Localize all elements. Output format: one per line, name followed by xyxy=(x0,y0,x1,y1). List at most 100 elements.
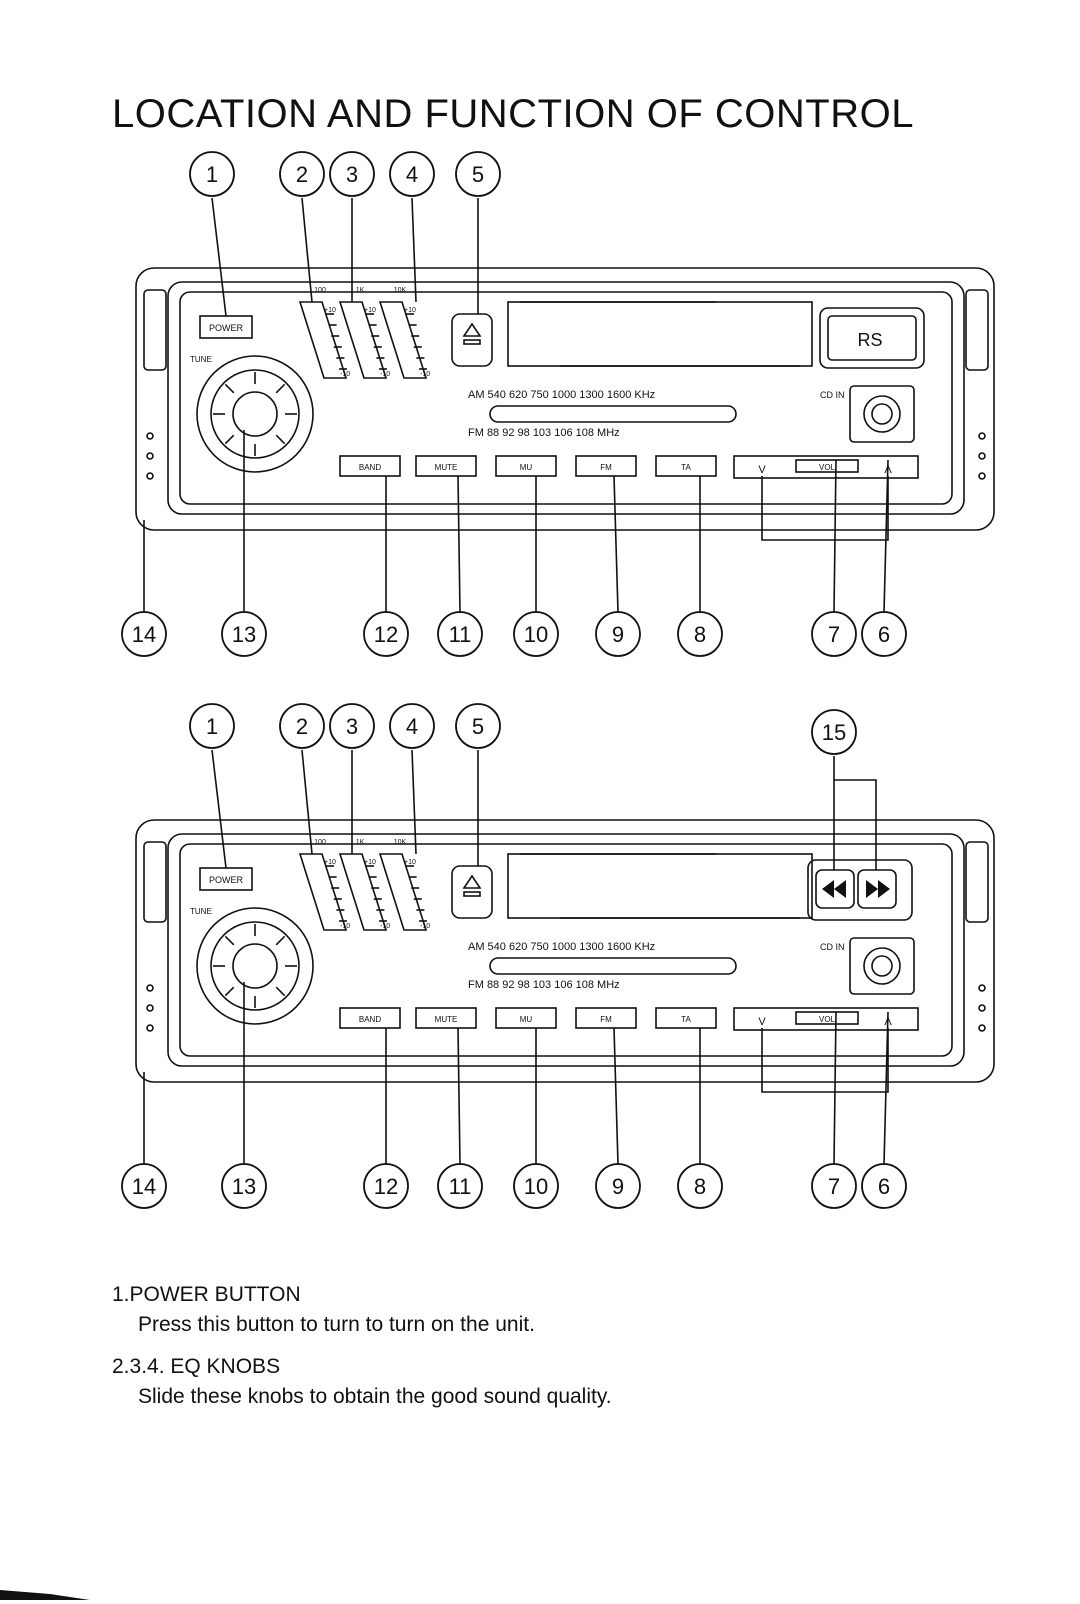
mount-hole xyxy=(978,432,986,440)
cd-in-frame xyxy=(849,937,915,995)
eq-minus-label: -10 xyxy=(340,923,350,930)
callout-circle-5 xyxy=(455,703,501,749)
fast-forward-icon xyxy=(866,880,878,898)
seek-bracket xyxy=(833,779,877,870)
function-button xyxy=(415,1007,477,1029)
function-button xyxy=(495,455,557,477)
callout-number-10: 10 xyxy=(524,622,548,647)
left-bracket xyxy=(143,289,167,371)
callout-circle-6 xyxy=(861,1163,907,1209)
function-button-label: FM xyxy=(600,1015,612,1024)
callout-circle-9 xyxy=(595,611,641,657)
eq-minus-label: -10 xyxy=(420,923,430,930)
page-title: LOCATION AND FUNCTION OF CONTROL xyxy=(112,92,914,136)
volume-bracket xyxy=(761,476,889,541)
front-panel xyxy=(167,833,965,1067)
eject-icon xyxy=(462,874,482,889)
am-scale-label: AM 540 620 750 1000 1300 1600 KHz xyxy=(468,941,655,953)
eq-plus-label: +10 xyxy=(404,307,416,314)
callout-number-3: 3 xyxy=(346,162,358,187)
tuning-dial xyxy=(489,405,737,423)
fast-forward-icon xyxy=(878,880,890,898)
section-power-button: 1.POWER BUTTON Press this button to turn… xyxy=(112,1280,535,1340)
tune-knob-grip xyxy=(275,986,286,997)
callout-leader-2 xyxy=(301,197,313,303)
volume-rocker xyxy=(733,455,919,479)
callout-leader-11 xyxy=(457,475,461,613)
callout-number-15: 15 xyxy=(822,720,846,745)
tune-knob-outer xyxy=(196,355,314,473)
callout-number-2: 2 xyxy=(296,714,308,739)
mount-hole xyxy=(978,1004,986,1012)
callout-number-13: 13 xyxy=(232,622,256,647)
display-window xyxy=(507,853,813,919)
tuning-dial xyxy=(489,957,737,975)
callout-number-12: 12 xyxy=(374,1174,398,1199)
eq-slider xyxy=(298,301,348,379)
function-button-label: TA xyxy=(681,463,691,472)
callout-number-4: 4 xyxy=(406,714,418,739)
mount-hole xyxy=(146,1004,154,1012)
callout-number-5: 5 xyxy=(472,714,484,739)
front-panel-inner xyxy=(179,843,953,1057)
mount-hole xyxy=(146,452,154,460)
callout-number-9: 9 xyxy=(612,1174,624,1199)
callout-number-6: 6 xyxy=(878,1174,890,1199)
function-button xyxy=(339,455,401,477)
callout-number-11: 11 xyxy=(449,1174,472,1199)
callout-circle-8 xyxy=(677,1163,723,1209)
fm-scale-label: FM 88 92 98 103 106 108 MHz xyxy=(468,979,620,991)
callout-number-7: 7 xyxy=(828,1174,840,1199)
seek-back-button xyxy=(815,869,855,909)
callout-leader-9 xyxy=(613,475,619,613)
eq-minus-label: -10 xyxy=(380,371,390,378)
callout-circle-1 xyxy=(189,703,235,749)
volume-center xyxy=(795,1011,859,1025)
callout-circle-14 xyxy=(121,611,167,657)
left-bracket xyxy=(143,841,167,923)
function-button xyxy=(415,455,477,477)
eq-slider xyxy=(298,853,348,931)
eq-band-label: 1K xyxy=(356,839,365,846)
volume-center xyxy=(795,459,859,473)
section-heading: 2.3.4. EQ KNOBS xyxy=(112,1355,281,1378)
eject-bar xyxy=(463,891,481,897)
eq-slider xyxy=(338,853,388,931)
mount-hole xyxy=(978,1024,986,1032)
tune-knob-center xyxy=(232,391,278,437)
eject-bar xyxy=(463,339,481,345)
eq-plus-label: +10 xyxy=(364,859,376,866)
outer-housing xyxy=(135,819,995,1083)
callout-circle-1 xyxy=(189,151,235,197)
callout-number-1: 1 xyxy=(206,714,218,739)
tune-knob-grip xyxy=(224,383,235,394)
mount-hole xyxy=(146,1024,154,1032)
front-panel xyxy=(167,281,965,515)
function-button xyxy=(495,1007,557,1029)
callout-circle-10 xyxy=(513,1163,559,1209)
rewind-icon xyxy=(822,880,834,898)
volume-rocker xyxy=(733,1007,919,1031)
tune-knob-outer xyxy=(196,907,314,1025)
callout-circle-3 xyxy=(329,703,375,749)
function-button-label: BAND xyxy=(359,463,381,472)
volume-label: VOL xyxy=(819,463,836,472)
mount-hole xyxy=(978,472,986,480)
function-button-label: TA xyxy=(681,1015,691,1024)
seek-forward-button xyxy=(857,869,897,909)
cd-in-label: CD IN xyxy=(820,390,845,400)
eq-minus-label: -10 xyxy=(420,371,430,378)
right-bracket xyxy=(965,841,989,923)
mount-hole xyxy=(146,432,154,440)
right-bracket xyxy=(965,289,989,371)
eq-band-label: 1K xyxy=(356,287,365,294)
outer-housing xyxy=(135,267,995,531)
callout-circle-11 xyxy=(437,1163,483,1209)
cd-in-label: CD IN xyxy=(820,942,845,952)
cd-in-jack xyxy=(871,403,893,425)
callout-circle-14 xyxy=(121,1163,167,1209)
function-button xyxy=(575,455,637,477)
function-button-label: BAND xyxy=(359,1015,381,1024)
function-button xyxy=(339,1007,401,1029)
callout-number-3: 3 xyxy=(346,714,358,739)
